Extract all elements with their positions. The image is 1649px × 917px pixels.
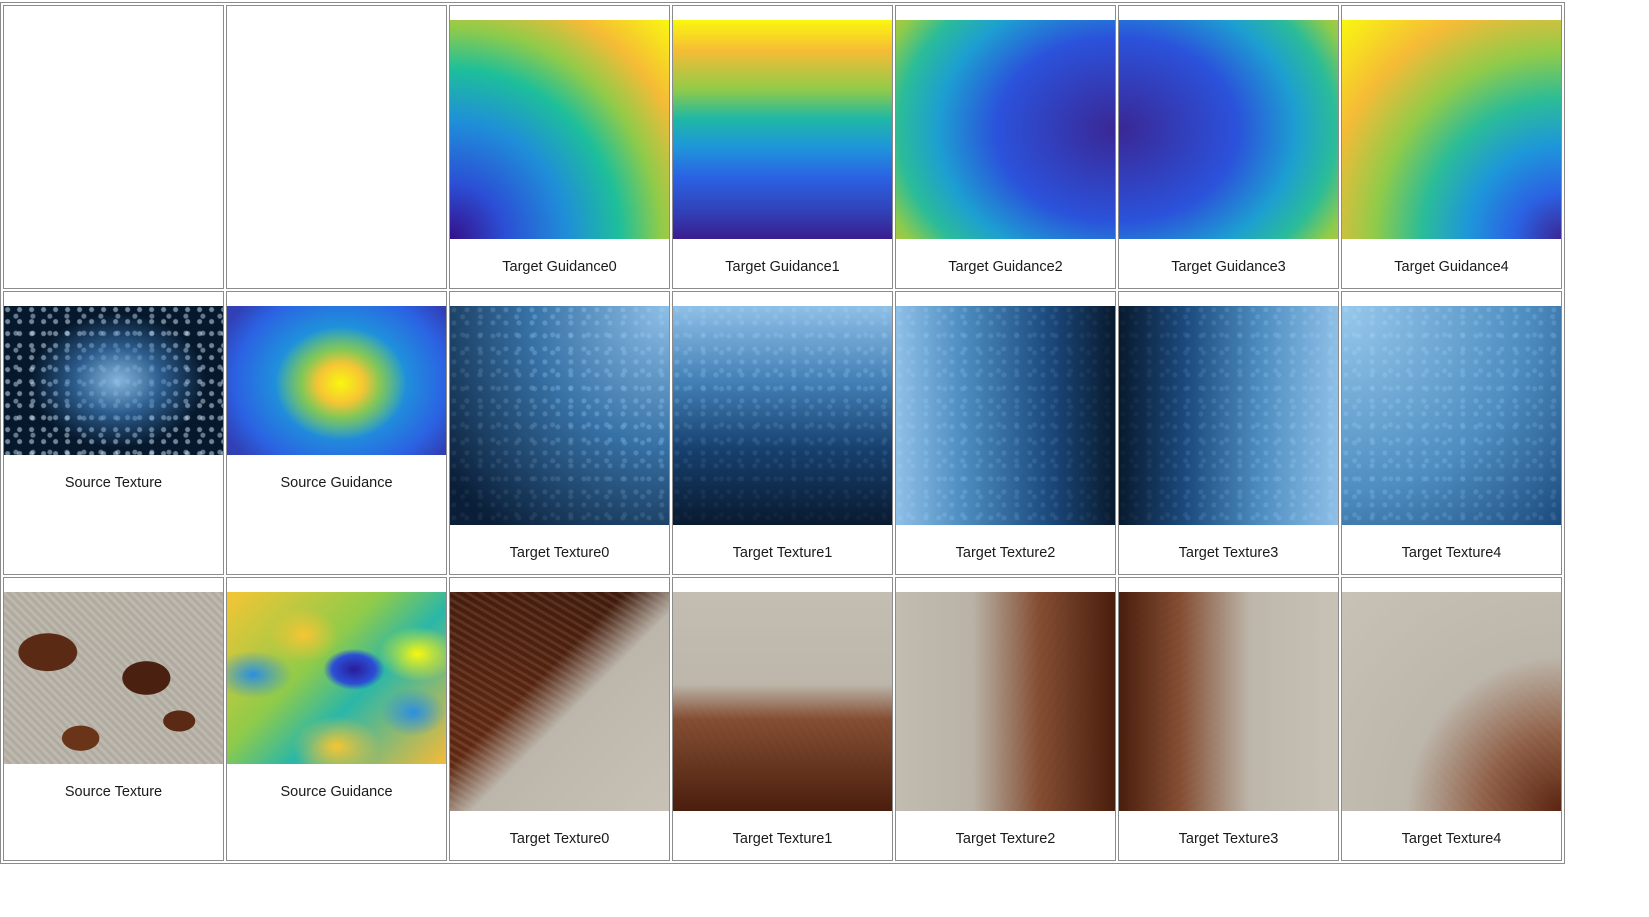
target-texture-cell: Target Texture4 (1341, 291, 1562, 575)
source-guidance-cell: Source Guidance (226, 577, 447, 861)
target-texture-caption: Target Texture2 (955, 831, 1056, 847)
target-texture-cell: Target Texture0 (449, 291, 670, 575)
source-texture-cell: Source Texture (3, 291, 224, 575)
target-texture-caption: Target Texture4 (1401, 545, 1502, 561)
source-texture-image (4, 306, 223, 455)
target-texture-image (1342, 592, 1561, 811)
source-guidance-image (227, 306, 446, 455)
target-guidance-image (896, 20, 1115, 239)
target-guidance-caption: Target Guidance3 (1171, 259, 1286, 275)
target-texture-image (450, 592, 669, 811)
target-texture-cell: Target Texture4 (1341, 577, 1562, 861)
target-texture-caption: Target Texture0 (509, 831, 610, 847)
target-guidance-caption: Target Guidance2 (948, 259, 1063, 275)
target-texture-image (896, 306, 1115, 525)
empty-cell (3, 5, 224, 289)
target-guidance-cell: Target Guidance0 (449, 5, 670, 289)
target-texture-cell: Target Texture3 (1118, 291, 1339, 575)
target-guidance-image (450, 20, 669, 239)
target-texture-image (673, 592, 892, 811)
target-texture-cell: Target Texture3 (1118, 577, 1339, 861)
source-guidance-cell: Source Guidance (226, 291, 447, 575)
crystal-texture-row: Source Texture Source Guidance Target Te… (3, 291, 1562, 575)
target-texture-image (1342, 306, 1561, 525)
target-texture-caption: Target Texture2 (955, 545, 1056, 561)
source-guidance-caption: Source Guidance (280, 784, 393, 800)
source-texture-caption: Source Texture (64, 784, 163, 800)
rust-texture-row: Source Texture Source Guidance Target Te… (3, 577, 1562, 861)
target-texture-caption: Target Texture1 (732, 831, 833, 847)
target-texture-cell: Target Texture1 (672, 291, 893, 575)
source-guidance-image (227, 592, 446, 764)
target-texture-image (1119, 306, 1338, 525)
source-guidance-caption: Source Guidance (280, 475, 393, 491)
target-guidance-image (1119, 20, 1338, 239)
target-texture-caption: Target Texture0 (509, 545, 610, 561)
target-guidance-cell: Target Guidance4 (1341, 5, 1562, 289)
target-guidance-caption: Target Guidance0 (502, 259, 617, 275)
target-texture-caption: Target Texture3 (1178, 831, 1279, 847)
empty-cell (226, 5, 447, 289)
source-texture-caption: Source Texture (64, 475, 163, 491)
target-texture-caption: Target Texture4 (1401, 831, 1502, 847)
source-texture-cell: Source Texture (3, 577, 224, 861)
target-guidance-caption: Target Guidance4 (1394, 259, 1509, 275)
target-guidance-caption: Target Guidance1 (725, 259, 840, 275)
target-texture-image (1119, 592, 1338, 811)
target-guidance-image (673, 20, 892, 239)
target-texture-cell: Target Texture2 (895, 577, 1116, 861)
guidance-row: Target Guidance0 Target Guidance1 Target… (3, 5, 1562, 289)
target-texture-image (673, 306, 892, 525)
target-texture-cell: Target Texture0 (449, 577, 670, 861)
source-texture-image (4, 592, 223, 764)
target-texture-cell: Target Texture1 (672, 577, 893, 861)
target-guidance-cell: Target Guidance2 (895, 5, 1116, 289)
target-guidance-cell: Target Guidance3 (1118, 5, 1339, 289)
target-guidance-cell: Target Guidance1 (672, 5, 893, 289)
target-texture-cell: Target Texture2 (895, 291, 1116, 575)
results-grid: Target Guidance0 Target Guidance1 Target… (0, 2, 1565, 864)
target-texture-caption: Target Texture3 (1178, 545, 1279, 561)
target-texture-image (896, 592, 1115, 811)
target-texture-image (450, 306, 669, 525)
target-texture-caption: Target Texture1 (732, 545, 833, 561)
target-guidance-image (1342, 20, 1561, 239)
